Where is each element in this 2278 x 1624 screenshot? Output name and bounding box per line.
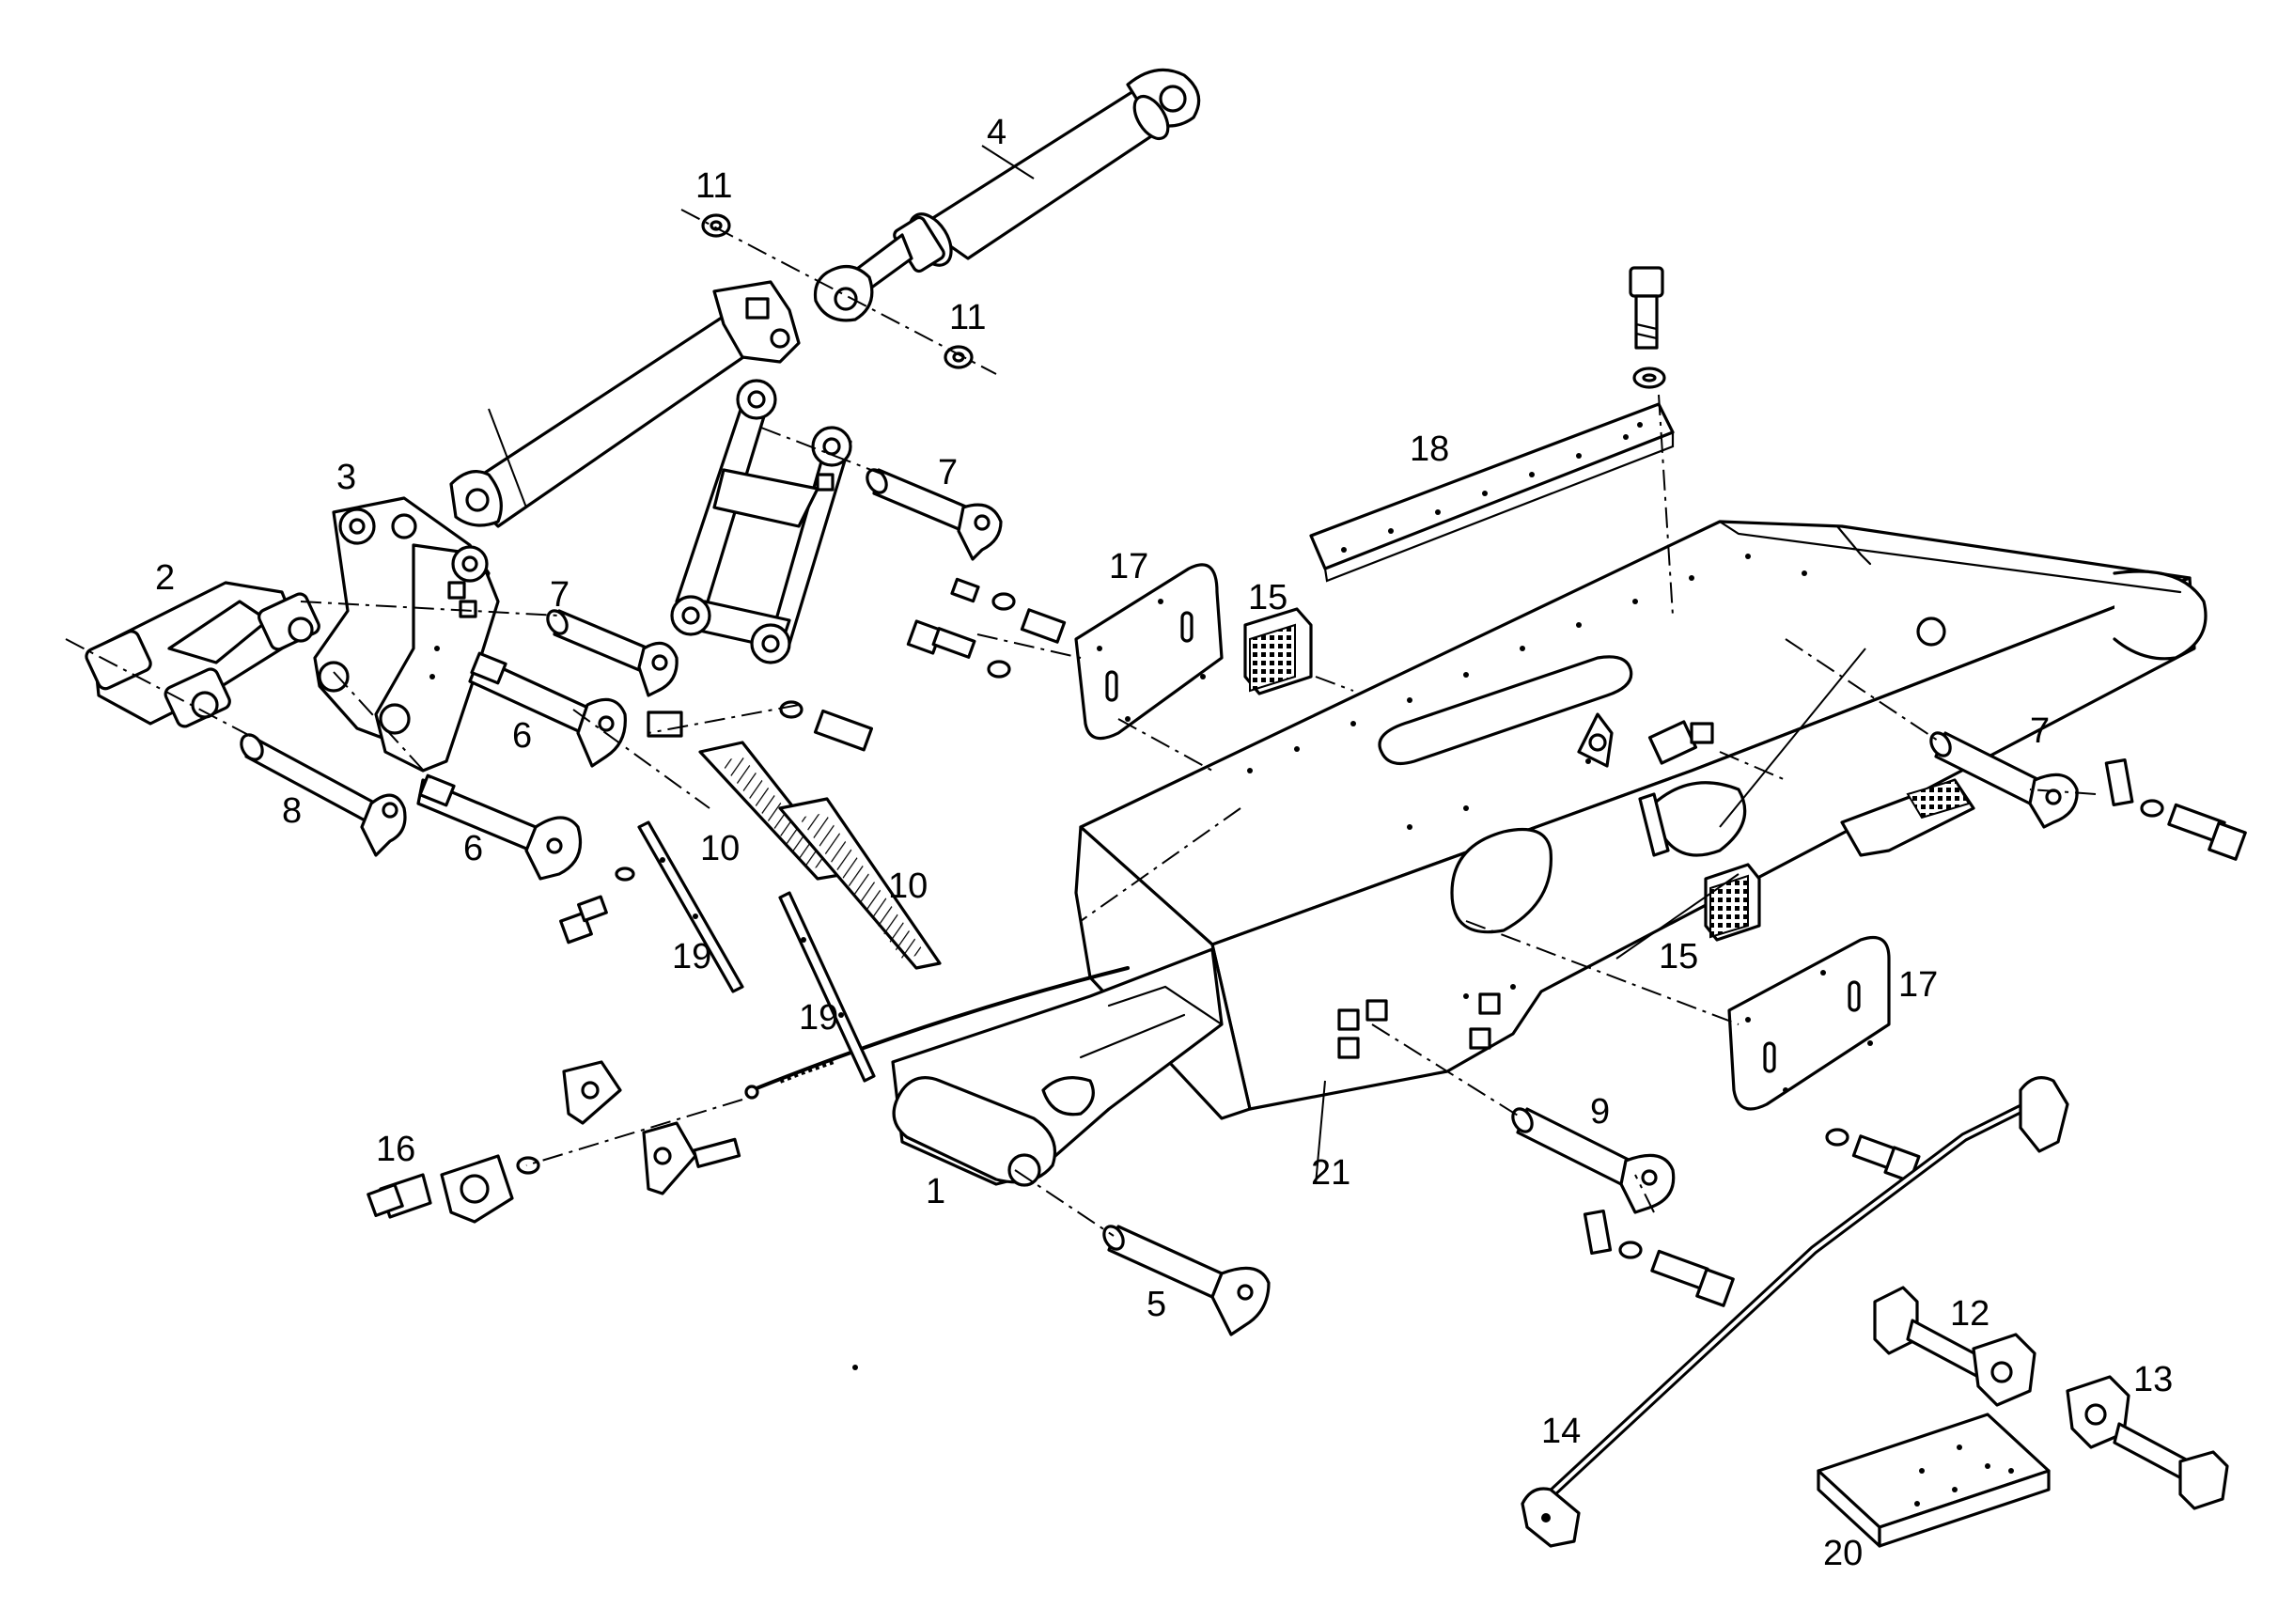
strip-19-left	[637, 820, 744, 993]
callout-10-left: 10	[700, 829, 740, 868]
rod-14	[1521, 1076, 2069, 1548]
callout-15-lower: 15	[1659, 937, 1698, 976]
hydraulic-cylinder-4	[813, 68, 1201, 322]
hose-fitting-16	[367, 1154, 540, 1224]
main-boom-frame	[1074, 520, 2208, 1120]
callout-17-upper: 17	[1109, 547, 1148, 586]
callout-9: 9	[1590, 1092, 1610, 1132]
callout-1: 1	[926, 1172, 945, 1211]
callout-8: 8	[282, 791, 302, 831]
callout-13: 13	[2133, 1360, 2173, 1399]
stray-dot	[852, 1365, 858, 1370]
clamp-lower	[642, 1121, 697, 1195]
callout-6-upper: 6	[512, 716, 532, 756]
lower-arm-1	[891, 947, 1224, 1187]
leader-lines	[488, 145, 1866, 1185]
pin-6-lower	[416, 773, 583, 881]
callout-4: 4	[987, 113, 1006, 152]
pin-7-top	[866, 468, 1003, 561]
pin-8	[240, 733, 407, 857]
clamp-upper	[562, 1060, 622, 1125]
yoke-2	[85, 581, 320, 728]
bellcrank-3	[313, 496, 500, 773]
callout-7-right: 7	[2030, 711, 2050, 751]
top-bolt	[1629, 266, 1666, 389]
fasteners	[559, 577, 2247, 1307]
base-plate-20	[1817, 1413, 2051, 1548]
strip-19-right	[778, 891, 876, 1083]
cover-plate-18	[1309, 402, 1675, 583]
slide-pad-10-right	[778, 797, 942, 970]
pad-15-lower	[1704, 863, 1761, 942]
callout-7-left: 7	[550, 575, 570, 615]
callout-21: 21	[1311, 1153, 1350, 1193]
callout-19-right: 19	[799, 998, 838, 1038]
callout-5: 5	[1147, 1285, 1166, 1324]
pin-5	[1102, 1225, 1271, 1336]
adjuster-13	[2066, 1375, 2229, 1510]
callout-19-left: 19	[672, 937, 711, 976]
upper-link-arm	[449, 280, 801, 528]
callout-17-lower: 17	[1898, 965, 1938, 1005]
callout-18: 18	[1410, 429, 1449, 469]
pin-6-upper	[468, 651, 627, 768]
side-plate-17-lower	[1727, 935, 1891, 1111]
adjuster-12	[1873, 1286, 2036, 1407]
pin-9	[1511, 1107, 1676, 1214]
callout-11-lower: 11	[949, 298, 986, 337]
callout-3: 3	[336, 458, 356, 497]
callout-12: 12	[1950, 1294, 1989, 1334]
pin-7-left	[546, 609, 679, 697]
callout-2: 2	[155, 558, 175, 598]
side-plate-17-upper	[1074, 563, 1224, 741]
pad-15-upper	[1243, 607, 1313, 695]
callout-6-lower: 6	[463, 829, 483, 868]
callout-15-upper: 15	[1248, 578, 1287, 617]
callout-10-right: 10	[888, 867, 928, 906]
callout-7-top: 7	[938, 453, 958, 492]
center-axis-lines	[65, 209, 2097, 1237]
callout-20: 20	[1823, 1534, 1863, 1573]
parallel-link-frame	[670, 379, 852, 664]
callout-14: 14	[1541, 1412, 1581, 1451]
callout-11-upper: 11	[695, 166, 732, 206]
callout-16: 16	[376, 1130, 415, 1169]
